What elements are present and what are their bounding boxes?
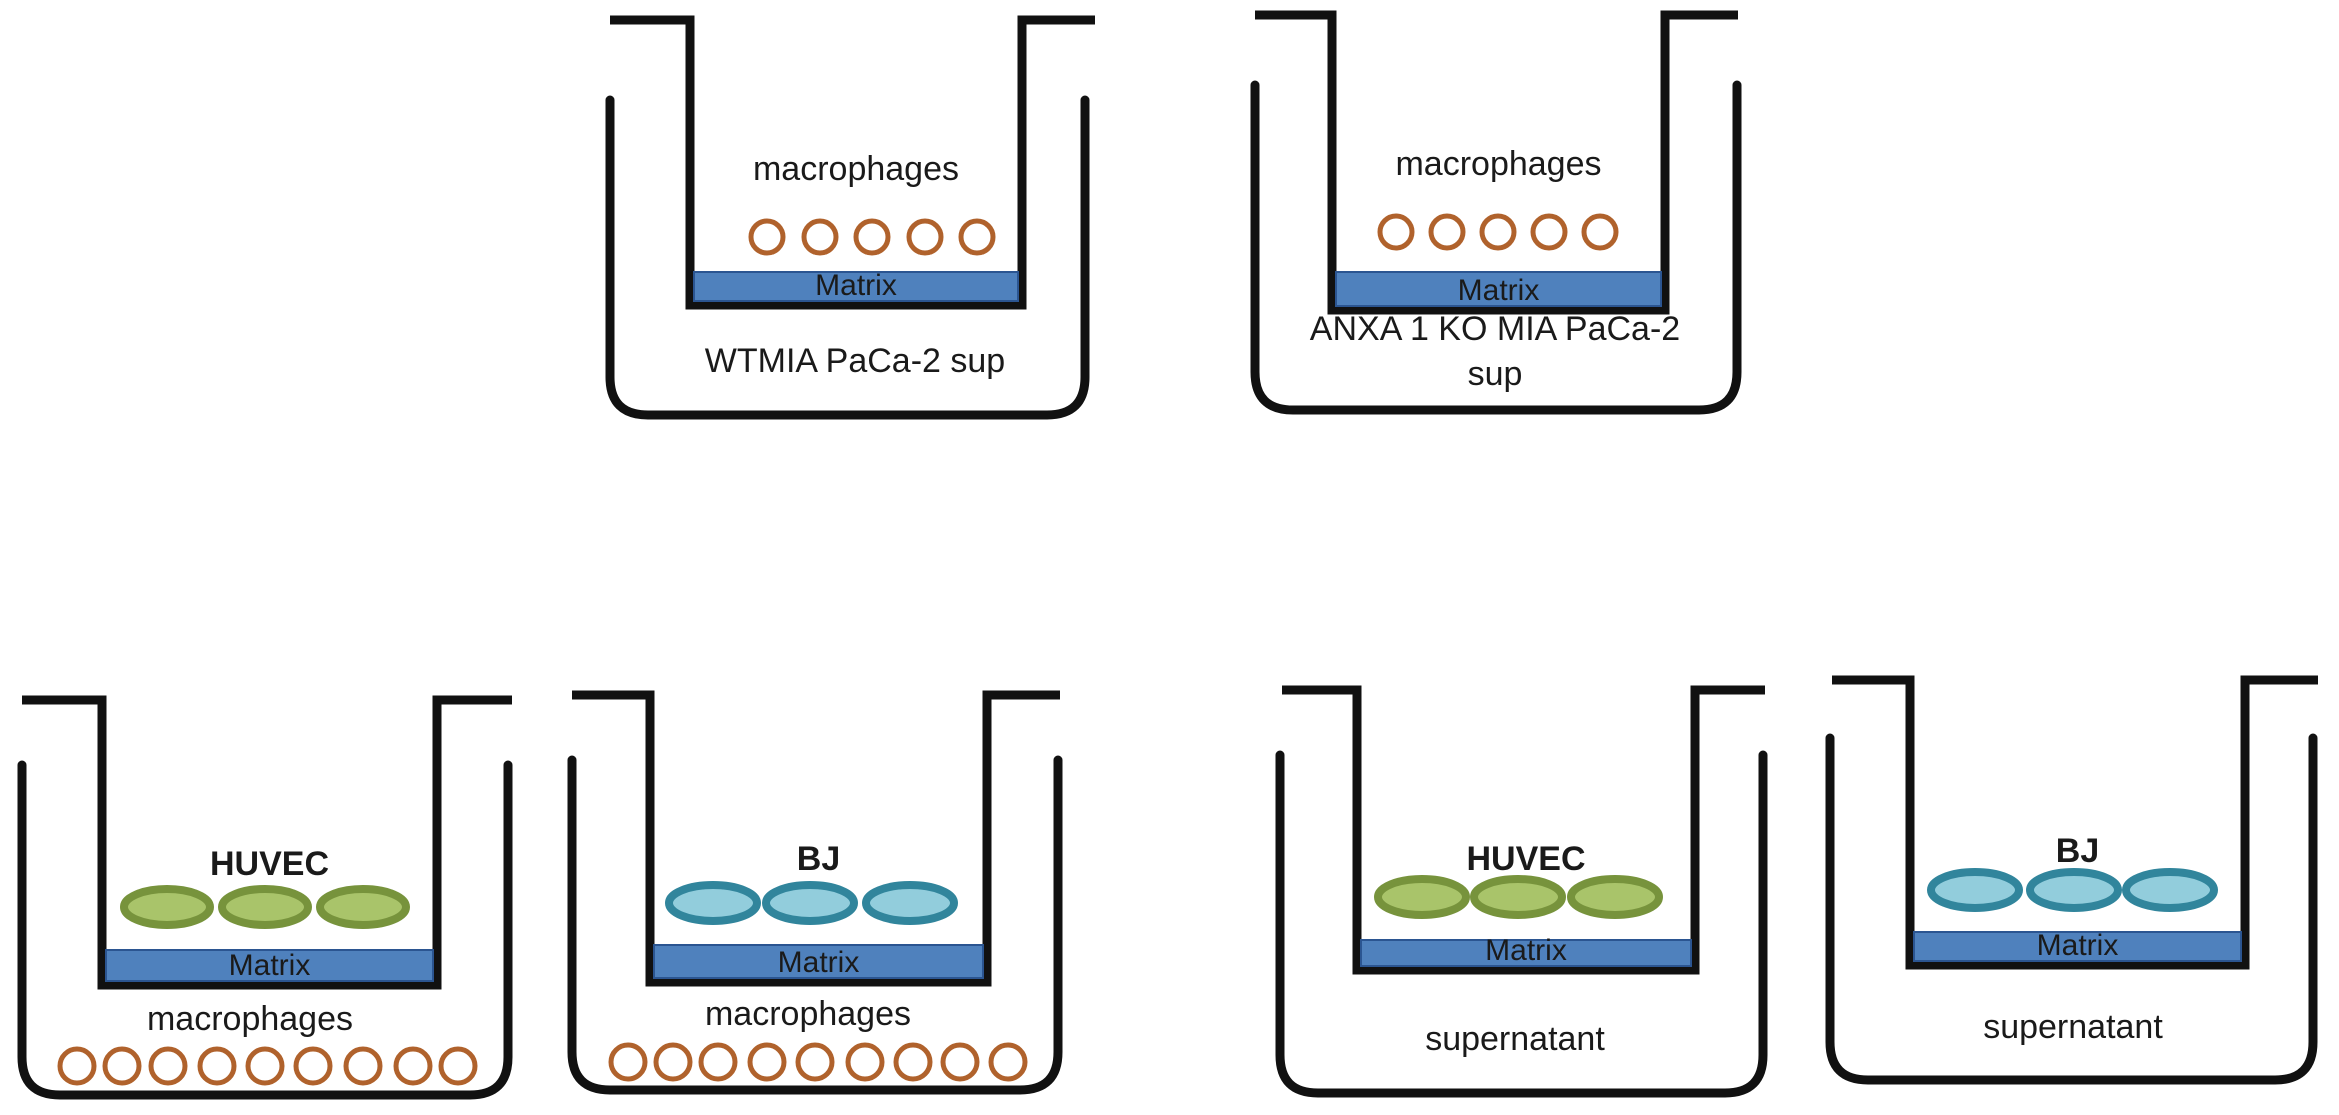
matrix-label: Matrix	[2037, 929, 2119, 962]
matrix-label: Matrix	[815, 269, 897, 302]
macrophage-ring-icon	[748, 218, 786, 256]
macrophage-ring-icon	[393, 1046, 433, 1086]
outer-well	[567, 755, 1063, 1095]
lower-chamber-label: supernatant	[1425, 1020, 1605, 1058]
matrix-layer	[1360, 939, 1692, 967]
macrophage-ring-icon	[148, 1046, 188, 1086]
macrophage-ring-icon	[801, 218, 839, 256]
macrophage-ring-icon	[845, 1042, 885, 1082]
matrix-label: Matrix	[778, 946, 860, 979]
lower-chamber-label: sup	[1468, 355, 1523, 393]
matrix-layer	[1913, 931, 2242, 962]
lower-chamber-label: ANXA 1 KO MIA PaCa-2	[1310, 310, 1680, 348]
well-huvec-macrophages: Matrix HUVEC macrophages	[17, 695, 513, 1100]
bj-cell-icon	[2026, 868, 2122, 912]
matrix-label: Matrix	[1458, 274, 1540, 307]
macrophage-ring-icon	[1428, 213, 1466, 251]
bj-cell-icon	[1927, 868, 2023, 912]
bj-cell-icon	[2122, 868, 2218, 912]
matrix-layer	[1335, 271, 1662, 307]
well-bj-macrophages: Matrix BJ macrophages	[567, 690, 1063, 1095]
bj-cell-icon	[762, 881, 858, 925]
huvec-cell-icon	[1470, 875, 1566, 919]
macrophage-ring-icon	[1377, 213, 1415, 251]
macrophage-ring-icon	[57, 1046, 97, 1086]
huvec-cell-icon	[1567, 875, 1663, 919]
matrix-layer	[693, 271, 1019, 302]
insert-cells-label: BJ	[797, 840, 840, 878]
matrix-layer	[105, 949, 434, 982]
macrophage-ring-icon	[197, 1046, 237, 1086]
insert-cells-label: macrophages	[1395, 145, 1601, 183]
huvec-cell-icon	[1374, 875, 1470, 919]
bj-cell-icon	[862, 881, 958, 925]
lower-chamber-label: supernatant	[1983, 1008, 2163, 1046]
huvec-cell-icon	[120, 885, 214, 929]
macrophage-ring-icon	[653, 1042, 693, 1082]
macrophage-ring-icon	[1530, 213, 1568, 251]
transwell-insert	[572, 690, 1060, 987]
well-bj-supernatant: Matrix BJ supernatant	[1825, 675, 2318, 1085]
outer-well	[1825, 733, 2318, 1085]
matrix-label: Matrix	[1485, 934, 1567, 967]
outer-well	[605, 95, 1090, 420]
well-huvec-supernatant: Matrix HUVEC supernatant	[1275, 685, 1768, 1098]
macrophage-ring-icon	[1581, 213, 1619, 251]
outer-well	[17, 760, 513, 1100]
macrophage-ring-icon	[438, 1046, 478, 1086]
lower-chamber-label: macrophages	[705, 995, 911, 1033]
macrophage-ring-icon	[958, 218, 996, 256]
huvec-cell-icon	[316, 885, 410, 929]
huvec-cell-icon	[218, 885, 312, 929]
macrophage-ring-icon	[245, 1046, 285, 1086]
macrophage-ring-icon	[343, 1046, 383, 1086]
lower-chamber-label: macrophages	[147, 1000, 353, 1038]
bj-cell-icon	[665, 881, 761, 925]
outer-well	[1275, 750, 1768, 1098]
macrophage-ring-icon	[795, 1042, 835, 1082]
matrix-layer	[653, 944, 984, 979]
transwell-insert	[1832, 675, 2318, 970]
macrophage-ring-icon	[102, 1046, 142, 1086]
macrophage-ring-icon	[906, 218, 944, 256]
lower-chamber-label: WTMIA PaCa-2 sup	[705, 342, 1005, 380]
macrophage-ring-icon	[747, 1042, 787, 1082]
insert-cells-label: macrophages	[753, 150, 959, 188]
macrophage-ring-icon	[293, 1046, 333, 1086]
insert-cells-label: HUVEC	[210, 845, 329, 883]
matrix-label: Matrix	[229, 949, 311, 982]
macrophage-ring-icon	[698, 1042, 738, 1082]
macrophage-ring-icon	[940, 1042, 980, 1082]
transwell-insert	[1255, 10, 1738, 315]
insert-cells-label: BJ	[2056, 832, 2099, 870]
insert-cells-label: HUVEC	[1466, 840, 1585, 878]
macrophage-ring-icon	[608, 1042, 648, 1082]
macrophage-ring-icon	[893, 1042, 933, 1082]
macrophage-ring-icon	[853, 218, 891, 256]
transwell-insert	[1282, 685, 1765, 975]
transwell-insert	[610, 15, 1095, 310]
macrophage-ring-icon	[1479, 213, 1517, 251]
macrophage-ring-icon	[988, 1042, 1028, 1082]
outer-well	[1250, 80, 1742, 415]
transwell-insert	[22, 695, 512, 990]
